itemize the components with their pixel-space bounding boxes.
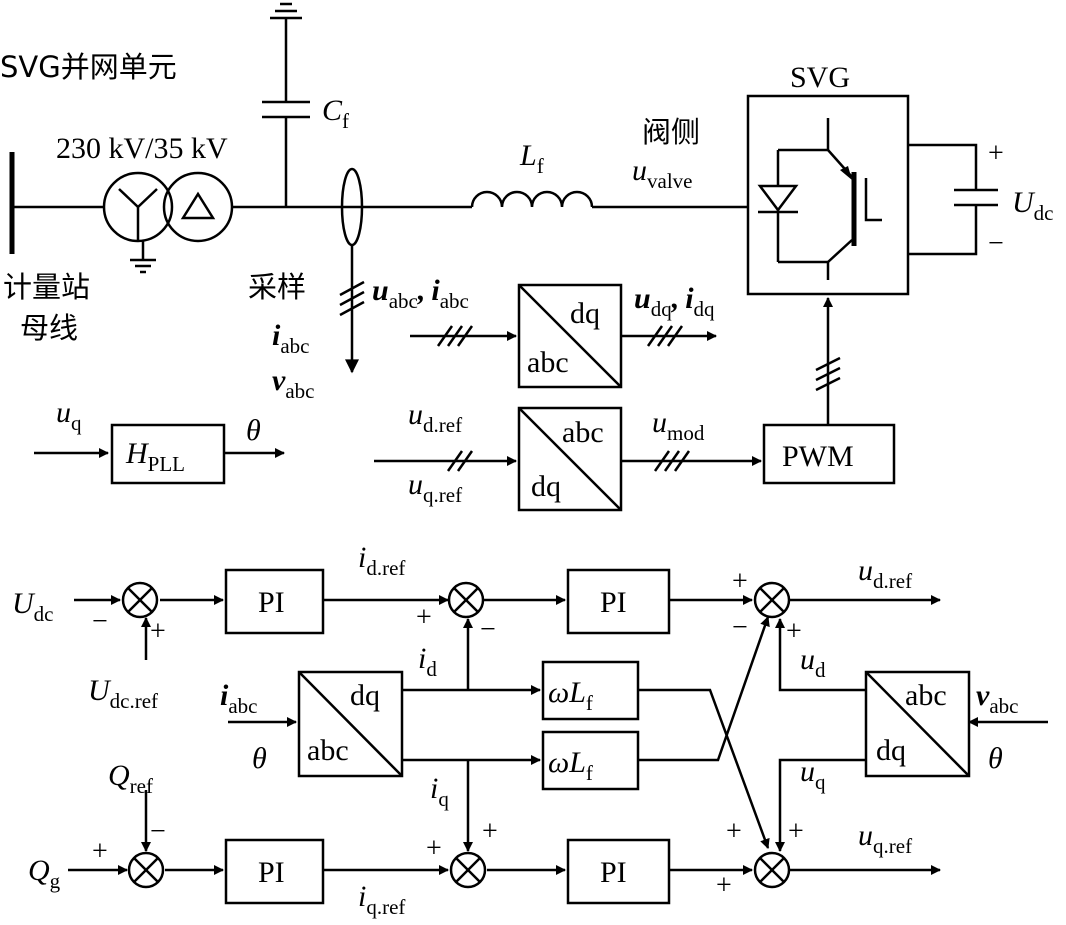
label-uq-pll: uq: [56, 396, 82, 435]
label-pi-udc: PI: [258, 586, 285, 619]
sign-iq-plus: +: [482, 816, 498, 847]
sum-junction-iq: [449, 851, 487, 889]
sampling-three-phase-ticks: [339, 280, 365, 317]
label-udq-idq: udq,idq: [634, 282, 715, 321]
pi-block-q: [224, 838, 325, 905]
sign-dc-plus: +: [988, 138, 1004, 169]
power-circuit: [9, 2, 998, 374]
sign-udc-minus: −: [92, 606, 108, 637]
label-sampling: 采样: [248, 270, 306, 304]
sign-uq-plus-top: +: [726, 816, 742, 847]
label-uabc-iabc: uabc,iabc: [372, 274, 469, 313]
label-pi-id: PI: [600, 586, 627, 619]
label-valve-side: 阀侧: [642, 115, 700, 149]
label-svg-title: SVG: [790, 61, 850, 94]
abc-dq-transform-bottom: [297, 670, 404, 778]
pwm-block: [762, 423, 896, 485]
label-umod: umod: [652, 406, 705, 445]
top-signal-paths: [34, 297, 841, 472]
dq-abc-transform-bottom: [864, 670, 971, 778]
label-iabc-input: iabc: [220, 679, 258, 718]
pi-block-iq: [566, 838, 671, 905]
pll-block: [110, 423, 226, 485]
label-sample-current: iabc: [272, 319, 310, 358]
control-loop-wires: [68, 595, 1048, 875]
label-udc-top: Udc: [1012, 186, 1054, 225]
label-uq-ref-top: uq.ref: [408, 468, 462, 507]
label-ud-ref-top: ud.ref: [408, 398, 462, 437]
sign-ud-plus-right: +: [786, 616, 802, 647]
sign-udcref-plus: +: [150, 616, 166, 647]
sum-junction-q: [127, 851, 165, 889]
label-transformer-rating: 230 kV/35 kV: [56, 132, 228, 165]
label-uq-ref-out: uq.ref: [858, 819, 912, 858]
label-abc-top2: abc: [562, 416, 604, 449]
label-hpll: HPLL: [125, 437, 185, 476]
dq-abc-transform-top: [517, 406, 623, 512]
label-iq: iq: [430, 772, 449, 811]
label-ud: ud: [800, 643, 826, 682]
label-dq-bottom2: dq: [876, 734, 906, 767]
sign-dc-minus: −: [988, 228, 1004, 259]
igbt-diode-symbol: [757, 118, 882, 280]
abc-dq-transform-top: [517, 283, 623, 389]
label-id: id: [418, 642, 437, 681]
label-abc-bottom2: abc: [905, 679, 947, 712]
transformer-symbol: [102, 171, 234, 274]
label-lf: Lf: [519, 139, 544, 178]
label-theta-right: θ: [988, 742, 1003, 775]
label-ud-ref-out: ud.ref: [858, 554, 912, 593]
label-vabc-input: vabc: [976, 679, 1018, 718]
label-qg: Qg: [28, 854, 61, 893]
sign-uq-plus-bottom: +: [716, 870, 732, 901]
filter-inductor-lf: [470, 190, 594, 208]
sum-junction-uq: [753, 851, 791, 889]
sign-qref-minus: −: [150, 816, 166, 847]
label-pi-iq: PI: [600, 856, 627, 889]
decoupling-block-q: [541, 730, 640, 791]
label-cf: Cf: [322, 94, 349, 133]
label-iq-ref: iq.ref: [358, 880, 405, 919]
label-u-valve: uvalve: [632, 154, 692, 193]
label-svg-unit: SVG并网单元: [0, 50, 177, 84]
sum-junction-udc: [121, 581, 159, 619]
label-sample-voltage: vabc: [272, 364, 314, 403]
label-udc-ref: Udc.ref: [88, 674, 158, 713]
sign-iqref-plus: +: [426, 833, 442, 864]
label-theta-pll: θ: [246, 414, 261, 447]
sign-idref-plus: +: [416, 602, 432, 633]
pi-block-id: [566, 568, 671, 635]
label-dq-top2: dq: [531, 470, 561, 503]
label-id-ref: id.ref: [358, 541, 405, 580]
label-pwm: PWM: [782, 440, 854, 473]
filter-capacitor-cf: [262, 2, 310, 207]
sign-id-minus: −: [480, 614, 496, 645]
label-bus: 母线: [20, 311, 78, 345]
label-omega-lf-d: ωLf: [548, 676, 593, 715]
label-udc-input: Udc: [12, 587, 54, 626]
label-dq-top1: dq: [570, 297, 600, 330]
label-metering-station: 计量站: [3, 270, 90, 304]
sign-uq-plus-right: +: [788, 816, 804, 847]
sign-qg-plus: +: [92, 836, 108, 867]
label-uq: uq: [800, 755, 826, 794]
sign-ud-minus: −: [732, 612, 748, 643]
sum-junction-id: [447, 581, 485, 619]
dc-link-capacitor: [908, 143, 998, 256]
label-pi-q: PI: [258, 856, 285, 889]
label-abc-top1: abc: [527, 346, 569, 379]
label-abc-bottom1: abc: [307, 734, 349, 767]
sum-junction-ud: [753, 581, 791, 619]
decoupling-block-d: [541, 660, 640, 721]
pi-block-udc: [224, 568, 325, 635]
label-dq-bottom1: dq: [350, 679, 380, 712]
label-omega-lf-q: ωLf: [548, 746, 593, 785]
sign-ud-plus-top: +: [732, 566, 748, 597]
label-q-ref: Qref: [108, 759, 153, 798]
label-theta-left: θ: [252, 742, 267, 775]
